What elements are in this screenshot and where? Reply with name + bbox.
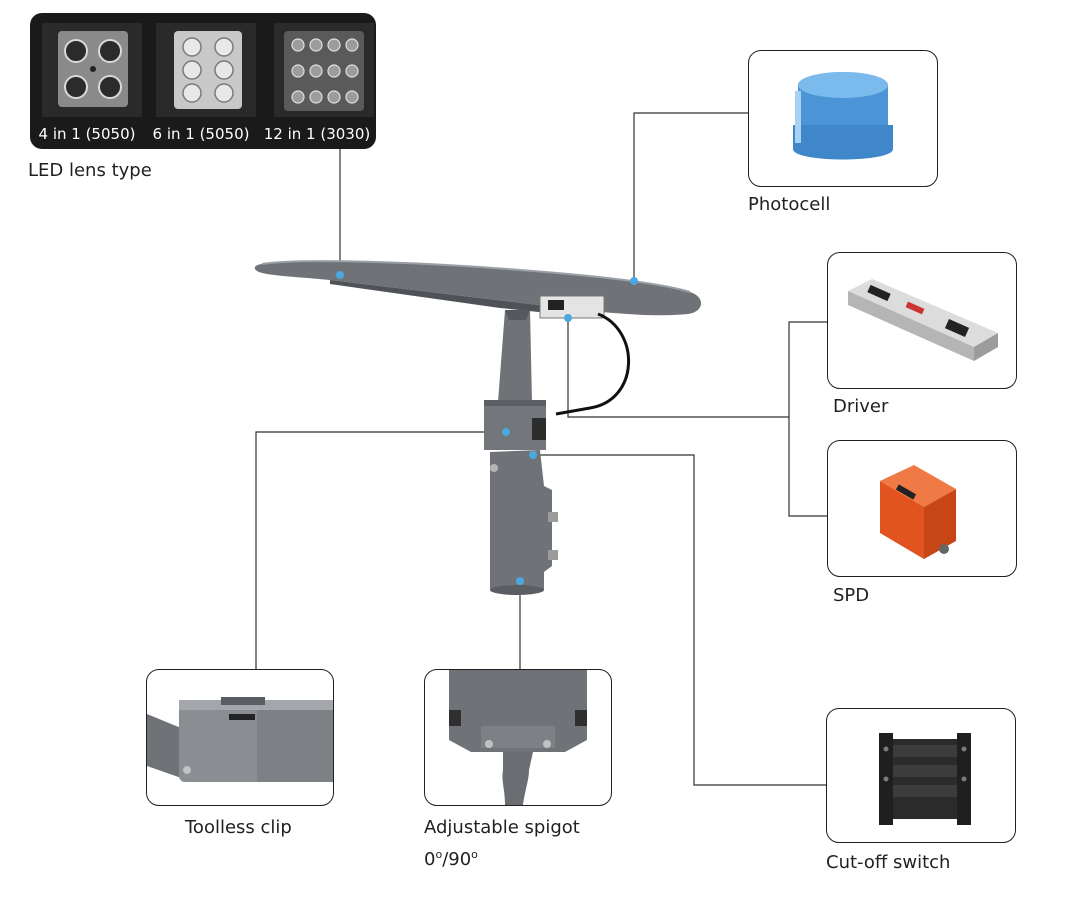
spigot-box bbox=[424, 669, 612, 806]
driver-image bbox=[848, 279, 998, 361]
callout-dot-spigot bbox=[516, 577, 524, 585]
leader-line-spd bbox=[788, 417, 827, 517]
lens-option-label: 6 in 1 (5050) bbox=[152, 125, 250, 143]
cutoff-switch-image bbox=[879, 733, 971, 825]
spigot-image bbox=[449, 670, 587, 805]
spd-image bbox=[880, 465, 956, 559]
photocell-box bbox=[748, 50, 938, 187]
cutoff-switch-label: Cut-off switch bbox=[826, 852, 951, 873]
lens-12in1-image bbox=[274, 23, 374, 117]
photocell-label: Photocell bbox=[748, 194, 831, 215]
photocell-image bbox=[793, 72, 893, 160]
spd-box bbox=[827, 440, 1017, 577]
leader-line-cutoff bbox=[533, 454, 826, 786]
lens-6in1-image bbox=[156, 23, 256, 117]
lens-4in1-image bbox=[42, 23, 142, 117]
callout-dot-driver bbox=[564, 314, 572, 322]
leader-line-photocell bbox=[633, 112, 748, 280]
driver-label: Driver bbox=[833, 396, 889, 417]
street-light-body bbox=[254, 260, 702, 595]
cutoff-switch-box bbox=[826, 708, 1016, 843]
lens-type-title: LED lens type bbox=[28, 160, 152, 181]
callout-dot-cutoff bbox=[529, 451, 537, 459]
callout-dot-photocell bbox=[630, 277, 638, 285]
angle-value-1: 0 bbox=[424, 849, 436, 870]
spigot-label: Adjustable spigot bbox=[424, 817, 580, 838]
lens-type-panel: 4 in 1 (5050) 6 in 1 (5050) 12 in 1 (303… bbox=[30, 13, 376, 149]
driver-box bbox=[827, 252, 1017, 389]
spigot-angle-label: 0o/90o bbox=[424, 848, 478, 870]
toolless-clip-image bbox=[147, 697, 333, 782]
lens-option-label: 12 in 1 (3030) bbox=[263, 125, 371, 143]
leader-line-toolless bbox=[255, 431, 506, 669]
callout-dot-toolless bbox=[502, 428, 510, 436]
callout-dot-lens bbox=[336, 271, 344, 279]
angle-value-2: 90 bbox=[448, 849, 472, 870]
toolless-clip-label: Toolless clip bbox=[185, 817, 292, 838]
spd-label: SPD bbox=[833, 585, 870, 606]
lens-option-label: 4 in 1 (5050) bbox=[38, 125, 136, 143]
toolless-clip-box bbox=[146, 669, 334, 806]
